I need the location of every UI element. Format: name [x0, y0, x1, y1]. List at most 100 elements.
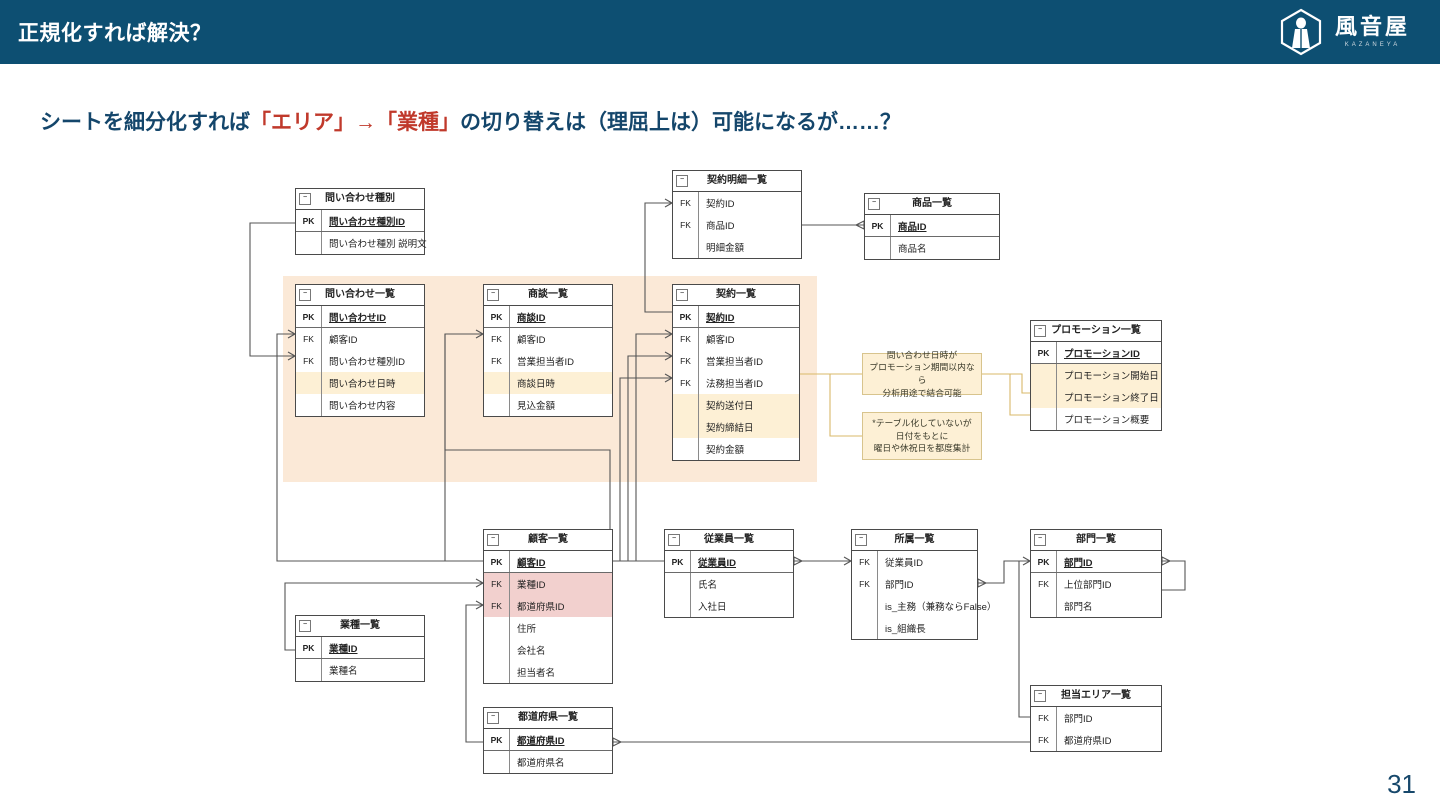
entity-field-row[interactable]: 住所 — [484, 617, 612, 639]
field-key-badge — [296, 372, 322, 394]
entity-field-row[interactable]: 契約締結日 — [673, 416, 799, 438]
entity-field-row[interactable]: is_組織長 — [852, 617, 977, 639]
collapse-icon[interactable]: − — [487, 534, 499, 546]
entity-field-row[interactable]: 担当者名 — [484, 661, 612, 683]
field-key-badge: FK — [484, 328, 510, 350]
collapse-icon[interactable]: − — [299, 193, 311, 205]
collapse-icon[interactable]: − — [299, 620, 311, 632]
collapse-icon[interactable]: − — [855, 534, 867, 546]
annotation-line: *テーブル化していないが — [872, 417, 972, 428]
entity-table-title: 都道府県一覧 — [518, 712, 578, 723]
entity-field-row[interactable]: 入社日 — [665, 595, 793, 617]
entity-field-row[interactable]: FK 都道府県ID — [1031, 729, 1161, 751]
field-name: 問い合わせ種別 説明文 — [329, 239, 427, 250]
entity-field-row[interactable]: 問い合わせ種別 説明文 — [296, 232, 427, 254]
entity-table-header: −プロモーション一覧 — [1031, 321, 1161, 342]
field-key-badge — [673, 438, 699, 460]
field-name: 担当者名 — [517, 668, 556, 679]
collapse-icon[interactable]: − — [487, 289, 499, 301]
collapse-icon[interactable]: − — [1034, 690, 1046, 702]
entity-table-header: − 問い合わせ一覧 — [296, 285, 424, 306]
entity-field-row[interactable]: is_主務（兼務ならFalse） — [852, 595, 996, 617]
collapse-icon[interactable]: − — [1034, 534, 1046, 546]
collapse-icon[interactable]: − — [299, 289, 311, 301]
entity-field-row[interactable]: 問い合わせ内容 — [296, 394, 424, 416]
field-name: 契約締結日 — [706, 423, 754, 434]
collapse-icon[interactable]: − — [1034, 325, 1046, 337]
field-name: 業種名 — [329, 666, 358, 677]
entity-field-row[interactable]: 見込金額 — [484, 394, 612, 416]
entity-field-row[interactable]: 都道府県名 — [484, 751, 612, 773]
entity-field-row[interactable]: 業種名 — [296, 659, 424, 681]
collapse-icon[interactable]: − — [676, 289, 688, 301]
entity-field-row[interactable]: 問い合わせ日時 — [296, 372, 424, 394]
entity-field-row[interactable]: プロモーション概要 — [1031, 408, 1161, 430]
entity-field-row[interactable]: 部門名 — [1031, 595, 1161, 617]
brand-name: 風音屋 — [1334, 14, 1410, 39]
entity-field-row[interactable]: 商談日時 — [484, 372, 612, 394]
field-key-badge — [852, 595, 878, 617]
field-name: 従業員ID — [698, 557, 737, 569]
collapse-icon[interactable]: − — [868, 198, 880, 210]
entity-field-row[interactable]: プロモーション終了日 — [1031, 386, 1161, 408]
field-name: 契約金額 — [706, 445, 745, 456]
entity-field-row[interactable]: 氏名 — [665, 573, 793, 595]
collapse-icon[interactable]: − — [668, 534, 680, 546]
field-name: 商談日時 — [517, 379, 556, 390]
field-key-badge — [484, 372, 510, 394]
entity-field-row[interactable]: 契約送付日 — [673, 394, 799, 416]
field-name: 都道府県ID — [1064, 736, 1112, 747]
entity-field-row[interactable]: 会社名 — [484, 639, 612, 661]
entity-field-row[interactable]: 商品名 — [865, 237, 999, 259]
collapse-icon[interactable]: − — [676, 175, 688, 187]
entity-table-title: 従業員一覧 — [704, 534, 754, 545]
collapse-icon[interactable]: − — [487, 712, 499, 724]
entity-field-row[interactable]: 契約金額 — [673, 438, 799, 460]
field-key-badge: FK — [1031, 729, 1057, 751]
entity-field-row[interactable]: プロモーション開始日 — [1031, 364, 1161, 386]
field-name: 顧客ID — [706, 335, 735, 346]
entity-table-title: 問い合わせ一覧 — [325, 289, 395, 300]
entity-field-row[interactable]: 明細金額 — [673, 236, 801, 258]
